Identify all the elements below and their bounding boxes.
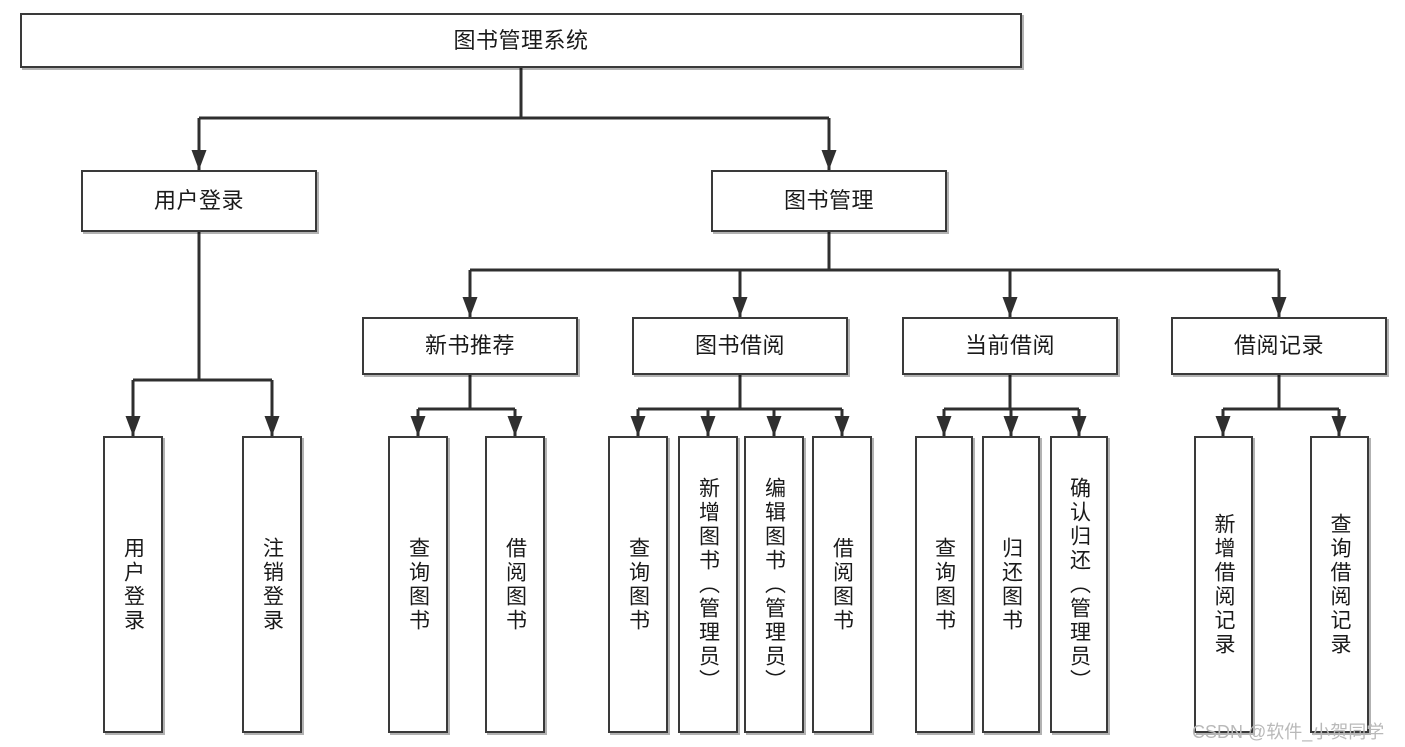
arrowhead-login-to-leaves-0 — [125, 416, 141, 436]
arrowhead-bookmgmt-to-l3-2 — [1002, 297, 1018, 317]
arrowhead-bookmgmt-to-l3-0 — [462, 297, 478, 317]
node-label: 查询图书 — [932, 536, 956, 633]
node-login[interactable]: 用户登录 — [81, 170, 317, 232]
node-label: 新增借阅记录 — [1212, 512, 1236, 657]
arrowhead-records-leaves-1 — [1331, 416, 1347, 436]
node-l10[interactable]: 归还图书 — [982, 436, 1040, 733]
arrowhead-bookmgmt-to-l3-3 — [1271, 297, 1287, 317]
arrowhead-newbook-leaves-1 — [507, 416, 523, 436]
node-label: 查询图书 — [406, 536, 430, 633]
node-root[interactable]: 图书管理系统 — [20, 13, 1022, 68]
node-label: 确认归还（管理员） — [1067, 476, 1091, 693]
node-label: 图书借阅 — [694, 333, 785, 359]
node-label: 图书管理系统 — [453, 27, 589, 53]
node-l6[interactable]: 新增图书（管理员） — [678, 436, 738, 733]
arrowhead-borrow-leaves-0 — [630, 416, 646, 436]
arrowhead-current-leaves-2 — [1071, 416, 1087, 436]
node-label: 查询借阅记录 — [1328, 512, 1352, 657]
node-records[interactable]: 借阅记录 — [1171, 317, 1387, 375]
node-l4[interactable]: 借阅图书 — [485, 436, 545, 733]
arrowhead-borrow-leaves-1 — [700, 416, 716, 436]
node-l1[interactable]: 用户登录 — [103, 436, 163, 733]
node-l9[interactable]: 查询图书 — [915, 436, 973, 733]
arrowhead-borrow-leaves-3 — [834, 416, 850, 436]
node-label: 图书管理 — [783, 188, 874, 214]
arrowhead-newbook-leaves-0 — [410, 416, 426, 436]
node-label: 新增图书（管理员） — [696, 476, 720, 693]
node-l13[interactable]: 查询借阅记录 — [1310, 436, 1369, 733]
node-l2[interactable]: 注销登录 — [242, 436, 302, 733]
node-current[interactable]: 当前借阅 — [902, 317, 1118, 375]
arrowhead-login-to-leaves-1 — [264, 416, 280, 436]
node-borrow[interactable]: 图书借阅 — [632, 317, 848, 375]
arrowhead-root-to-level2-0 — [191, 150, 207, 170]
node-label: 查询图书 — [626, 536, 650, 633]
arrowhead-records-leaves-0 — [1215, 416, 1231, 436]
node-l11[interactable]: 确认归还（管理员） — [1050, 436, 1108, 733]
node-label: 用户登录 — [121, 536, 145, 633]
arrowhead-borrow-leaves-2 — [766, 416, 782, 436]
node-label: 注销登录 — [260, 536, 284, 633]
node-label: 新书推荐 — [424, 333, 515, 359]
node-label: 用户登录 — [153, 188, 244, 214]
node-l5[interactable]: 查询图书 — [608, 436, 668, 733]
arrowhead-bookmgmt-to-l3-1 — [732, 297, 748, 317]
node-l3[interactable]: 查询图书 — [388, 436, 448, 733]
arrowhead-current-leaves-1 — [1003, 416, 1019, 436]
node-label: 借阅记录 — [1233, 333, 1324, 359]
node-newbook[interactable]: 新书推荐 — [362, 317, 578, 375]
node-label: 归还图书 — [999, 536, 1023, 633]
arrowhead-root-to-level2-1 — [821, 150, 837, 170]
node-label: 借阅图书 — [830, 536, 854, 633]
arrowhead-current-leaves-0 — [936, 416, 952, 436]
node-l8[interactable]: 借阅图书 — [812, 436, 872, 733]
node-label: 编辑图书（管理员） — [762, 476, 786, 693]
node-l7[interactable]: 编辑图书（管理员） — [744, 436, 804, 733]
node-label: 当前借阅 — [964, 333, 1055, 359]
node-label: 借阅图书 — [503, 536, 527, 633]
node-l12[interactable]: 新增借阅记录 — [1194, 436, 1253, 733]
node-bookmgmt[interactable]: 图书管理 — [711, 170, 947, 232]
